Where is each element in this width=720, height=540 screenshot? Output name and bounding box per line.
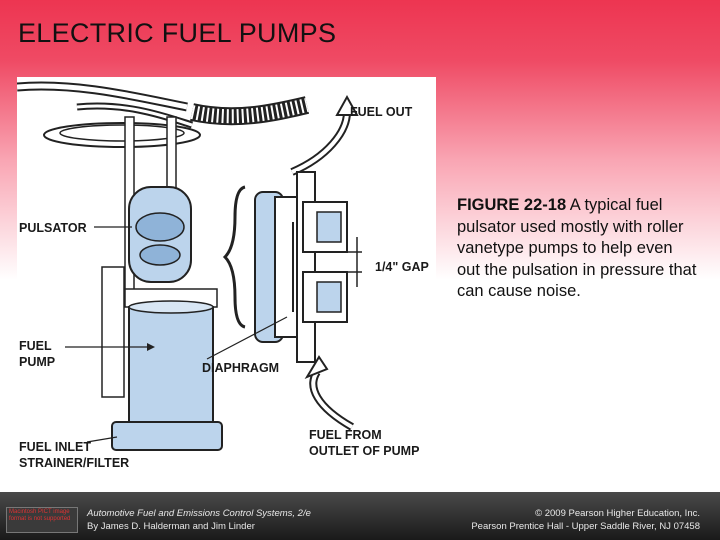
- label-fuel-from-line1: FUEL FROM: [309, 428, 382, 442]
- label-fuel-from-line2: OUTLET OF PUMP: [309, 444, 419, 458]
- fuel-out-arrow: [290, 111, 351, 176]
- unsupported-image-badge: Macintosh PICT image format is not suppo…: [6, 507, 78, 533]
- figure-caption: FIGURE 22-18 A typical fuel pulsator use…: [457, 195, 697, 303]
- footer-book-title: Automotive Fuel and Emissions Control Sy…: [87, 508, 311, 519]
- label-diaphragm: DIAPHRAGM: [202, 361, 279, 375]
- footer-publisher: Pearson Prentice Hall - Upper Saddle Riv…: [471, 521, 700, 532]
- caption-figure-number: FIGURE 22-18: [457, 196, 567, 214]
- fuel-pump-body: [128, 306, 214, 428]
- slide-title: ELECTRIC FUEL PUMPS: [18, 18, 337, 48]
- footer-bar: Macintosh PICT image format is not suppo…: [0, 492, 720, 540]
- fuel-pump-diagram: FUEL OUT PULSATOR 1/4" GAP FUEL PUMP DIA…: [16, 81, 429, 470]
- pump-bracket: [101, 266, 125, 398]
- caption-text: A typical fuel pulsator used mostly with…: [457, 196, 697, 301]
- label-fuel-out: FUEL OUT: [350, 105, 413, 119]
- label-gap: 1/4" GAP: [375, 260, 429, 274]
- label-inlet-line2: STRAINER/FILTER: [19, 456, 129, 470]
- label-fuel-pump-line1: FUEL: [19, 339, 52, 353]
- label-pulsator: PULSATOR: [19, 221, 87, 235]
- label-fuel-pump-line2: PUMP: [19, 355, 55, 369]
- fuel-pump-figure: FUEL OUT PULSATOR 1/4" GAP FUEL PUMP DIA…: [16, 77, 436, 475]
- brace: [222, 185, 246, 329]
- footer-copyright: © 2009 Pearson Higher Education, Inc.: [535, 508, 700, 519]
- outlet-tube: [296, 171, 316, 363]
- strainer-filter: [111, 421, 223, 451]
- label-inlet-line1: FUEL INLET: [19, 440, 91, 454]
- footer-authors: By James D. Halderman and Jim Linder: [87, 521, 255, 532]
